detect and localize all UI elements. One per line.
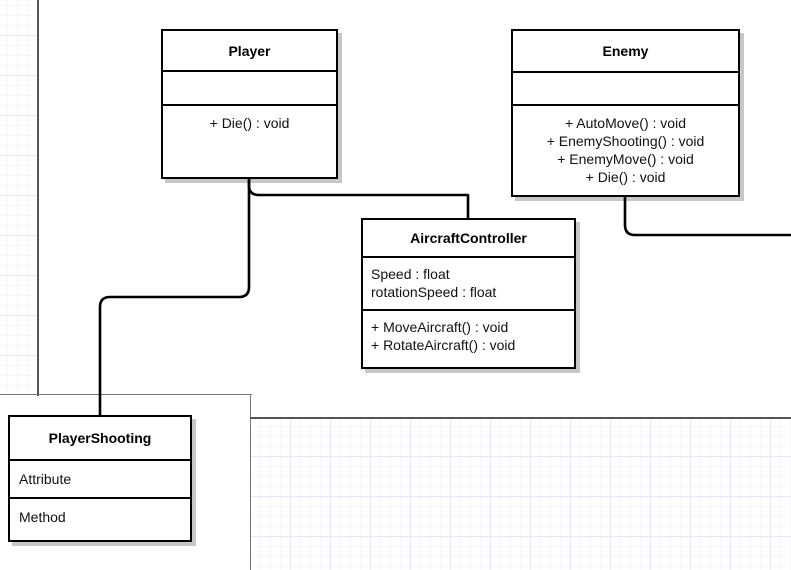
class-enemy-method-2: + EnemyMove() : void	[557, 151, 694, 167]
background-grid-left	[0, 0, 37, 395]
class-playershooting-title: PlayerShooting	[48, 430, 152, 446]
class-enemy-method-1: + EnemyShooting() : void	[546, 133, 705, 149]
class-player-attributes	[163, 70, 336, 104]
class-aircraftcontroller-attribute-0: Speed : float	[371, 266, 450, 282]
class-player-title: Player	[228, 42, 271, 59]
class-enemy-title: Enemy	[602, 43, 649, 59]
class-playershooting-attributes: Attribute	[10, 459, 190, 497]
class-enemy-attributes	[513, 71, 738, 104]
page-border-horizontal-mid	[0, 394, 252, 395]
class-player-methods: + Die() : void	[163, 104, 336, 177]
connector-player-aircraft	[247, 179, 470, 218]
background-grid-bottom	[251, 418, 791, 570]
page-border-vertical-mid	[250, 394, 251, 570]
uml-class-aircraftcontroller[interactable]: AircraftController Speed : float rotatio…	[361, 218, 576, 369]
connector-player-playershooting	[98, 179, 251, 415]
class-aircraftcontroller-attributes: Speed : float rotationSpeed : float	[363, 256, 574, 309]
uml-class-player[interactable]: Player + Die() : void	[161, 29, 338, 179]
class-enemy-method-3: + Die() : void	[585, 169, 666, 185]
class-playershooting-methods: Method	[10, 497, 190, 542]
class-playershooting-method-0: Method	[19, 509, 66, 525]
class-aircraftcontroller-methods: + MoveAircraft() : void + RotateAircraft…	[363, 309, 574, 369]
class-playershooting-attribute-0: Attribute	[19, 471, 72, 487]
class-player-method-0: + Die() : void	[209, 115, 290, 131]
class-enemy-method-0: + AutoMove() : void	[564, 115, 686, 131]
class-aircraftcontroller-method-0: + MoveAircraft() : void	[371, 319, 509, 335]
page-border-vertical-left	[37, 0, 39, 396]
class-aircraftcontroller-method-1: + RotateAircraft() : void	[371, 337, 516, 353]
uml-class-playershooting[interactable]: PlayerShooting Attribute Method	[8, 415, 192, 542]
connector-enemy-right	[623, 197, 791, 237]
class-enemy-methods: + AutoMove() : void + EnemyShooting() : …	[513, 104, 738, 195]
page-border-horizontal-low	[250, 417, 791, 419]
class-aircraftcontroller-attribute-1: rotationSpeed : float	[371, 284, 497, 300]
class-aircraftcontroller-title: AircraftController	[410, 230, 527, 246]
uml-class-enemy[interactable]: Enemy + AutoMove() : void + EnemyShootin…	[511, 29, 740, 197]
